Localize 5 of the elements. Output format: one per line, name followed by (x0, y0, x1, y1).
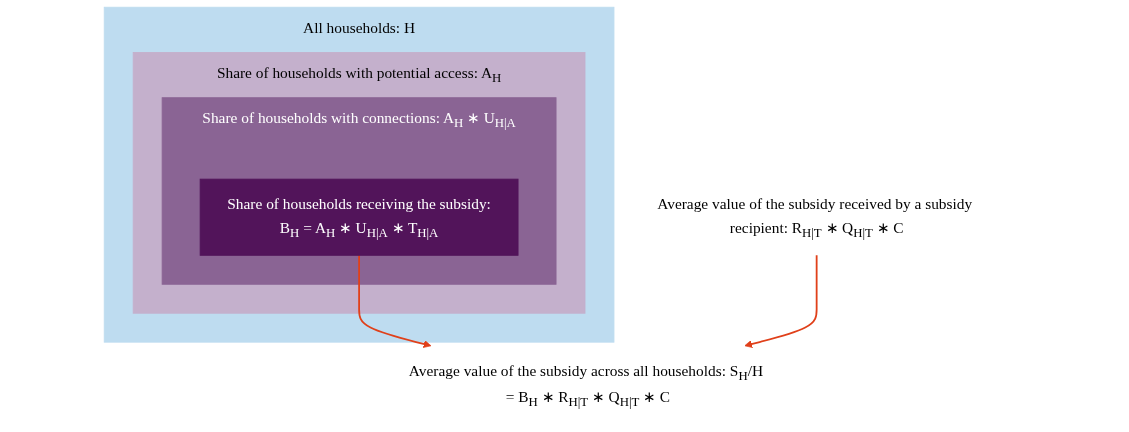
node-text: Average value of the subsidy received by a subsidy recipient: R$_{H|T}$ ∗ Q$_{H|T}$ ∗ C (657, 195, 973, 239)
node-text: Average value of the subsidy across all households: S$_{H}$/H = B$_{H}$ ∗ R$_{H|T}$ ∗ Q$_{H|T}$ ∗ C (408, 362, 764, 409)
arrow (744, 254, 818, 348)
arrow (358, 254, 432, 348)
node-box: Share of households receiving the subsidy: B$_{H}$ = A$_{H}$ ∗ U$_{H|A}$ ∗ T$_{H|A}$ (199, 178, 519, 256)
